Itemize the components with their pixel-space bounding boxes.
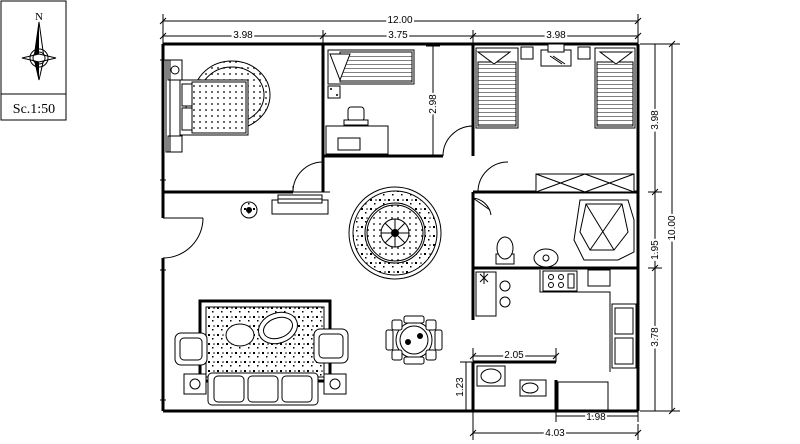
stool-icon — [577, 46, 591, 60]
tv-console-icon — [271, 194, 329, 215]
shower-tray-icon — [573, 199, 635, 261]
side-table-icon — [183, 373, 207, 395]
dim-right-bottom-depth: 3.78 — [650, 327, 661, 347]
legend-box: N Sc.1:50 — [0, 0, 67, 121]
hall — [240, 186, 442, 280]
sofa-icon — [207, 372, 319, 406]
desk-icon — [325, 125, 389, 155]
fridge-icon — [587, 269, 611, 287]
stool-icon — [520, 46, 534, 60]
armchair-icon — [313, 328, 349, 364]
bath-toilet-icon — [519, 379, 547, 397]
side-table-icon — [323, 373, 347, 395]
counter-icon — [475, 271, 511, 317]
wardrobe-icon — [535, 173, 635, 193]
dim-bath-width: 2.05 — [504, 350, 524, 361]
kitchen-sink-icon — [611, 303, 637, 369]
window-markers — [160, 59, 166, 401]
chair-icon — [343, 106, 369, 126]
single-bed-icon — [475, 47, 519, 129]
dim-bath-depth: 1.23 — [455, 377, 466, 397]
double-bed-icon — [179, 79, 249, 136]
north-arrow-icon — [21, 21, 57, 81]
bath-basin-icon — [476, 365, 506, 387]
armchair-icon — [174, 332, 208, 366]
dim-room-width-middle: 3.75 — [388, 30, 408, 41]
single-bed-icon — [594, 47, 636, 129]
dim-total-depth: 10.00 — [667, 215, 678, 240]
desk-lamp-icon — [540, 43, 572, 67]
bedroom-left — [165, 59, 271, 153]
dim-middle-room-depth: 2.98 — [428, 94, 439, 114]
toilet-icon — [495, 236, 515, 265]
nightstand-icon — [167, 135, 183, 153]
dim-right-mid-depth: 1.95 — [650, 240, 661, 260]
kitchen — [475, 199, 637, 372]
dim-bottom-total-segment: 4.03 — [545, 428, 565, 439]
bathroom — [476, 365, 609, 411]
dim-room-width-left: 3.98 — [233, 30, 253, 41]
study-room — [325, 49, 415, 155]
north-label: N — [35, 11, 43, 23]
single-bed-icon — [327, 49, 415, 85]
dim-room-width-right: 3.98 — [546, 30, 566, 41]
scale-label: Sc.1:50 — [13, 102, 55, 117]
dim-bottom-right-segment: 1.98 — [586, 412, 606, 423]
dim-right-top-depth: 3.98 — [650, 110, 661, 130]
dim-total-width: 12.00 — [387, 15, 412, 26]
dimension-lines — [159, 14, 680, 440]
dice-icon — [327, 85, 341, 99]
plant-icon — [240, 201, 258, 219]
ornamental-rug-icon — [348, 186, 442, 280]
doors — [162, 125, 509, 259]
dimension-labels: 12.00 3.98 3.75 3.98 2.98 3.98 1.95 10.0… — [231, 13, 680, 441]
coffee-table-icon — [225, 311, 298, 347]
storage-icon — [557, 381, 609, 411]
living-room — [174, 299, 349, 406]
stove-icon — [542, 270, 578, 292]
nightstand-icon — [167, 59, 183, 81]
bedroom-right — [475, 43, 636, 193]
dining-table-icon — [385, 315, 443, 365]
washbasin-icon — [533, 248, 559, 268]
